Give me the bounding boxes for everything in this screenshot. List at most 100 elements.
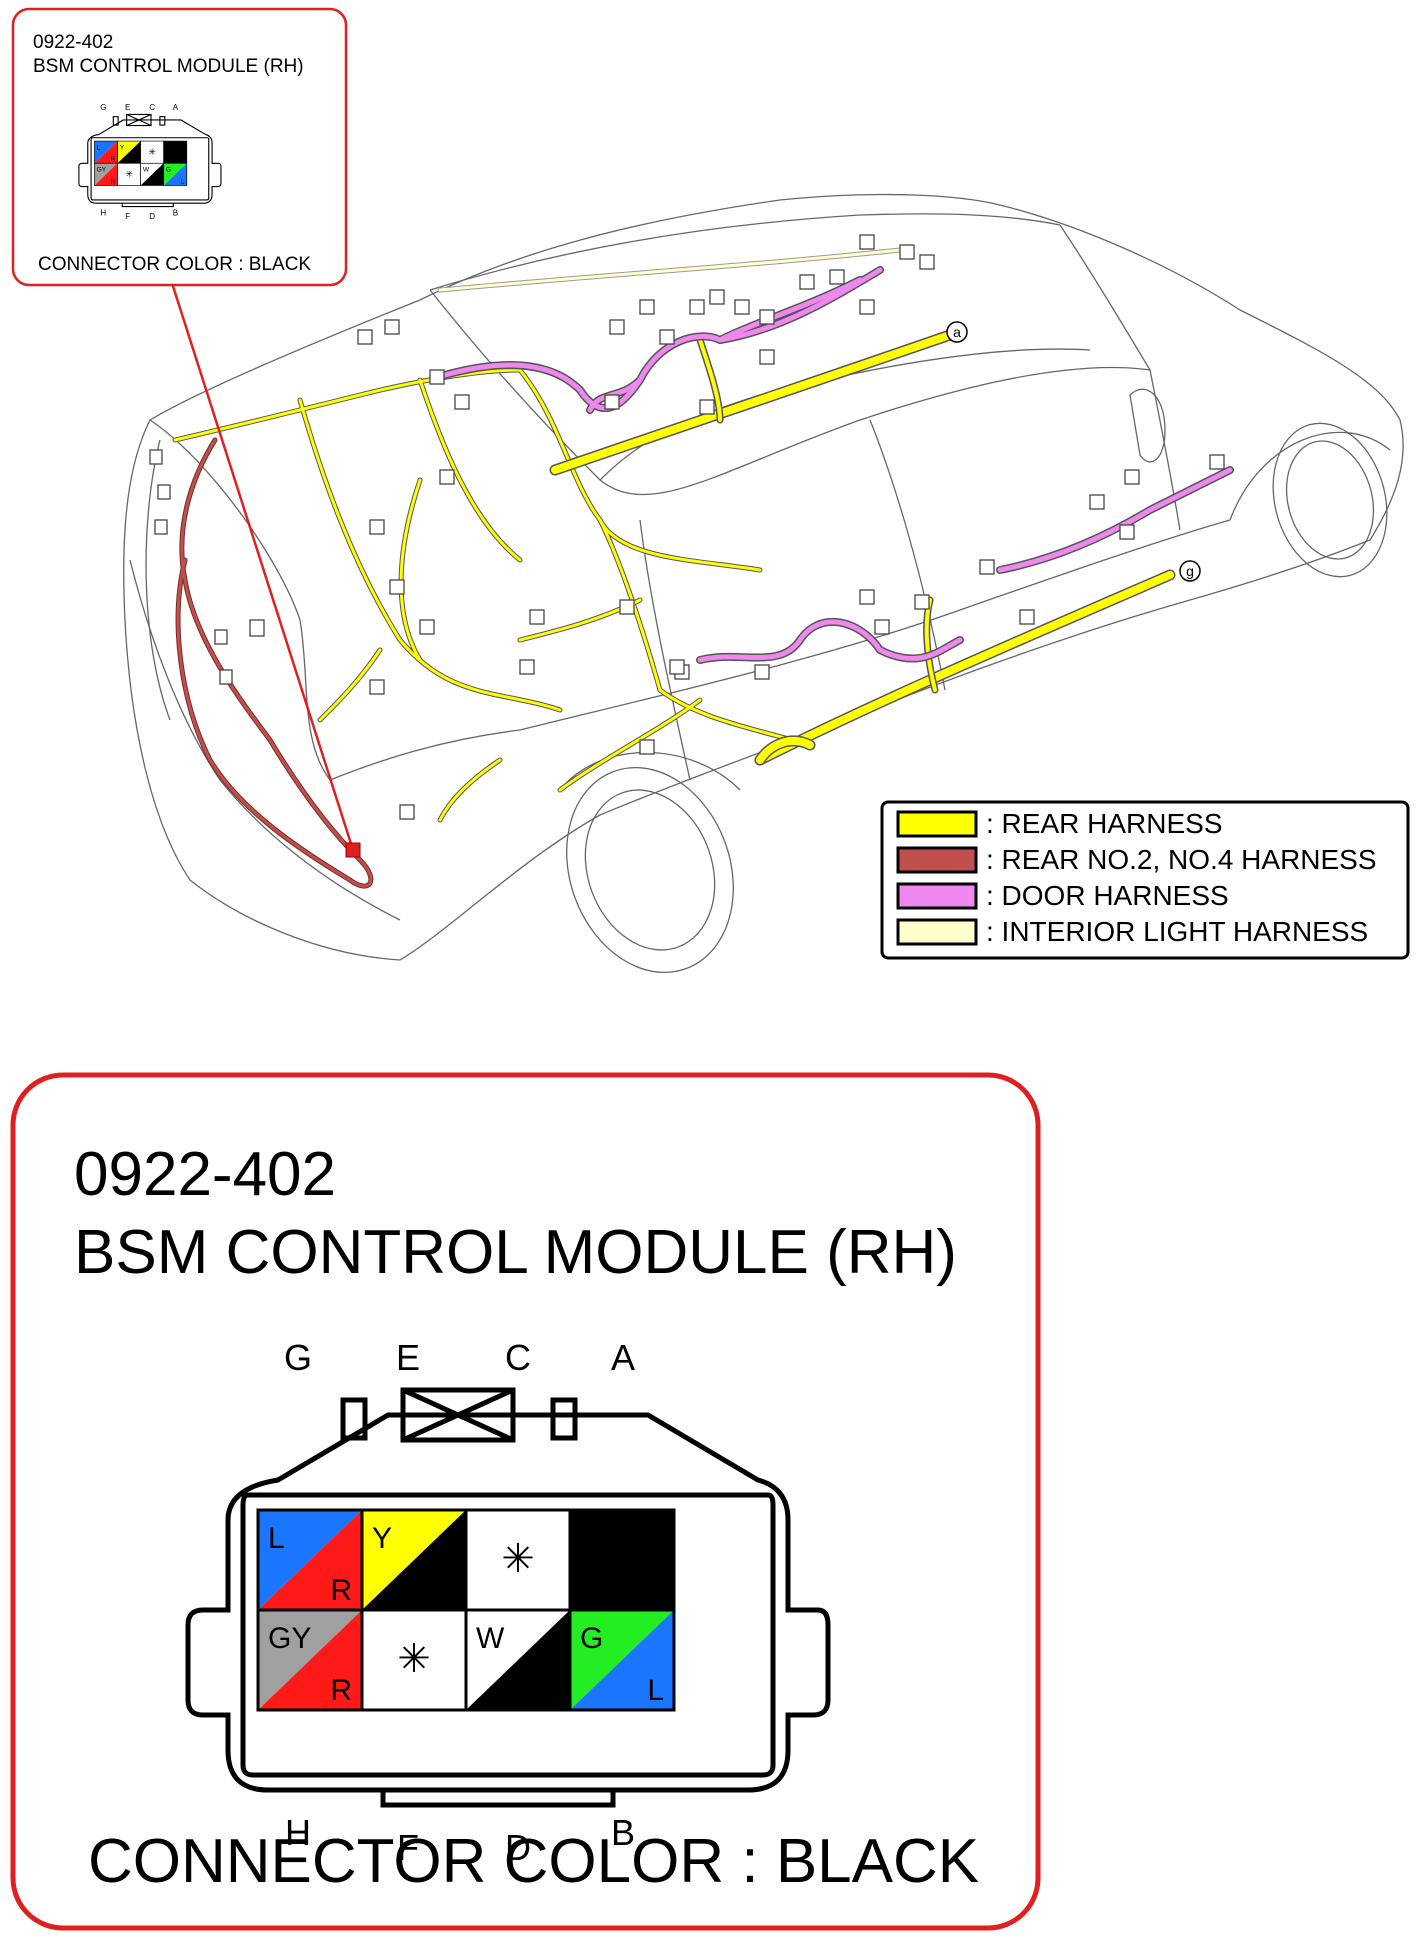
pin-code-primary: L [268,1522,285,1555]
pin-position-label-top: E [125,103,130,112]
connector-latch [400,1387,516,1443]
pin-g: LR [94,140,118,164]
connector-key [121,203,174,208]
pin-code-primary: G [166,167,171,174]
pin-code-secondary: B [134,156,139,163]
pin-position-label-bottom: H [285,1812,311,1853]
legend-swatch [896,846,978,874]
pin-cell-border [163,162,188,186]
small-callout-code: 0922-402 [33,32,113,53]
latch-cross-b [401,1387,515,1443]
legend-label: : REAR NO.2, NO.4 HARNESS [986,844,1377,875]
pin-color-secondary [570,1610,674,1710]
pin-e: YB [360,1508,468,1612]
pin-color-secondary [258,1610,362,1710]
rear-harness [172,329,1176,823]
pin-code-primary: GY [97,167,107,174]
pin-code-secondary: B [540,1674,560,1707]
latch-cross-b [126,113,152,127]
pin-position-label-top: E [396,1337,420,1378]
large-callout-code: 0922-402 [74,1140,336,1209]
large-callout-name: BSM CONTROL MODULE (RH) [74,1218,957,1287]
pin-position-label-top: A [611,1337,635,1378]
pin-code-secondary: B [436,1574,456,1607]
connector-tab-left [340,1397,368,1441]
pin-position-label-bottom: D [149,212,155,221]
pin-position-label-bottom: D [505,1827,531,1868]
pin-unused-mark: ✳ [501,1537,535,1581]
legend-swatch [896,882,978,910]
pin-code: B [173,150,178,157]
pin-color-secondary [94,163,118,186]
pin-c: ✳ [140,140,165,164]
connector-housing [78,119,222,204]
connector-inner-lip [240,1492,776,1778]
pin-color-secondary [163,163,187,186]
pin-color-secondary [362,1510,466,1610]
legend-label: : INTERIOR LIGHT HARNESS [986,916,1368,947]
pin-position-label-top: A [173,103,179,112]
harness-connectors [149,234,1225,820]
pin-h: GYR [94,162,118,186]
pin-color-fill [570,1510,674,1610]
pin-unused-mark: ✳ [125,169,133,179]
pin-e: YB [117,140,141,164]
pin-color-fill [466,1510,570,1610]
small-callout-connector-color: CONNECTOR COLOR : BLACK [38,254,311,275]
pin-position-label-bottom: H [100,208,106,217]
interior-light-harness [437,247,903,293]
legend-item: : DOOR HARNESS [896,880,1229,911]
bsm-connector-location [345,842,361,858]
legend-item: : INTERIOR LIGHT HARNESS [896,916,1368,947]
legend-swatch [896,918,978,946]
pin-unused-mark: ✳ [397,1637,431,1681]
legend-label: : DOOR HARNESS [986,880,1229,911]
pin-cell-border [568,1608,676,1712]
pin-color-fill [163,141,187,164]
svg-text:g: g [1186,563,1194,579]
pin-code-primary: L [97,145,101,152]
pin-h: GYR [256,1608,364,1712]
pin-d: WB [464,1608,572,1712]
legend-item: : REAR NO.2, NO.4 HARNESS [896,844,1377,875]
pin-a: B [568,1508,676,1612]
pin-code-primary: W [476,1622,505,1655]
pin-code-secondary: L [647,1674,664,1707]
pin-position-label-top: G [100,103,106,112]
pin-code-secondary: R [110,156,115,163]
pin-position-label-bottom: F [125,212,130,221]
pin-color-fill [140,141,164,164]
pin-code-primary: Y [120,145,125,152]
legend-swatch [896,810,978,838]
pin-position-label-bottom: B [173,208,178,217]
legend: : REAR HARNESS : REAR NO.2, NO.4 HARNESS:… [880,800,1410,960]
rear-no2-no4-harness [175,437,374,889]
marker-g: g [1179,560,1201,582]
marker-a: a [946,321,968,343]
pin-color-primary [117,141,141,164]
connector-latch [126,113,152,127]
pin-code-secondary: R [330,1574,352,1607]
pin-color-secondary [140,163,164,186]
connector-tab-right [550,1397,578,1441]
pin-code-primary: G [580,1622,603,1655]
pin-position-label-top: C [149,103,155,112]
pin-color-fill [117,163,141,186]
connector-tab-right [159,116,166,126]
connector-inner-lip [90,137,210,201]
legend-label: : REAR HARNESS [986,808,1223,839]
pin-c: ✳ [464,1508,572,1612]
large-callout: 0922-402 BSM CONTROL MODULE (RH) LRYB✳BG… [10,1072,1041,1931]
small-callout-name: BSM CONTROL MODULE (RH) [33,56,304,77]
pin-d: WB [140,162,165,186]
pin-code-secondary: R [110,178,115,185]
pin-code-primary: GY [268,1622,311,1655]
svg-text:a: a [953,324,961,340]
legend-item: : REAR HARNESS [896,808,1223,839]
door-harness [441,266,1234,664]
large-callout-connector-color: CONNECTOR COLOR : BLACK [88,1827,979,1896]
pin-color-fill [362,1610,466,1710]
pin-unused-mark: ✳ [148,147,156,157]
